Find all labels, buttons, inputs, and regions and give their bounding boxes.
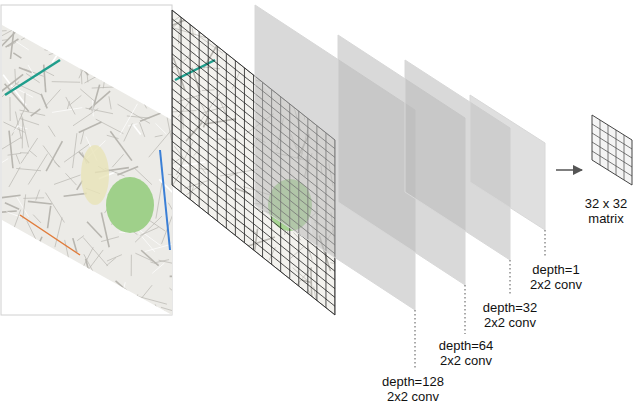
layer-label: depth=64 2x2 conv — [431, 338, 501, 368]
output-arrow — [556, 169, 582, 171]
leader-lines — [415, 230, 545, 370]
layer-label: depth=32 2x2 conv — [475, 300, 545, 330]
layer-label: depth=1 2x2 conv — [525, 262, 587, 292]
conv-plane — [470, 95, 545, 230]
layer-label: depth=128 2x2 conv — [376, 374, 450, 404]
matrix-border — [592, 115, 632, 185]
output-matrix — [590, 100, 635, 200]
output-label: 32 x 32 matrix — [579, 196, 633, 226]
